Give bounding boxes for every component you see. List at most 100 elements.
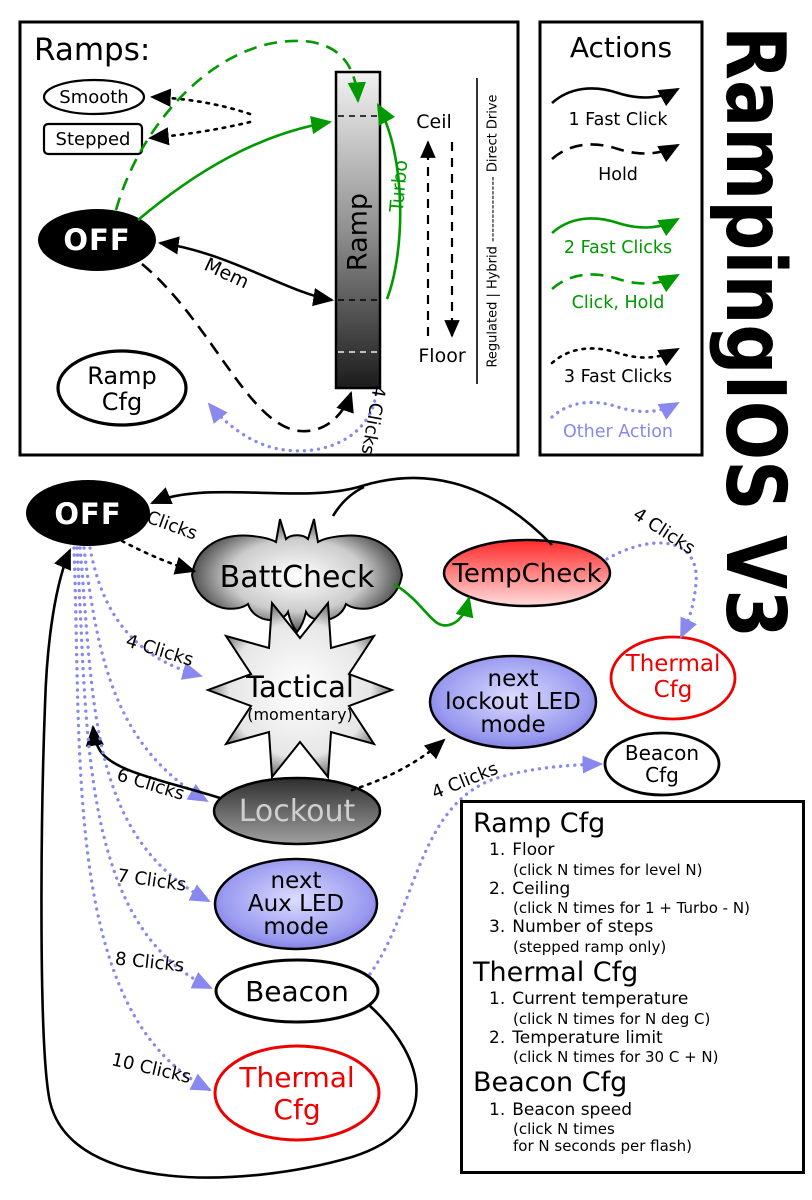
cfg-item-text: Floor xyxy=(512,840,555,861)
edge-battcheck-to-off-branch xyxy=(331,485,365,517)
ramp-level-bar xyxy=(334,70,382,390)
cfg-item-sub: (click N times for level N) xyxy=(513,860,703,879)
tactical-star-shape xyxy=(205,600,395,780)
cfg-item: 3.Number of steps (stepped ramp only) xyxy=(489,917,794,956)
edge-off-to-tactical xyxy=(88,546,203,680)
cfg-item-number: 1. xyxy=(489,989,506,1010)
cfg-item-sub: (click N times for 1 + Turbo - N) xyxy=(513,899,750,918)
edge-toggle-stepped xyxy=(147,120,252,146)
edge-lockout-to-off xyxy=(85,724,221,800)
cfg-section-beacon: Beacon Cfg 1.Beacon speed (click N times… xyxy=(473,1067,794,1155)
cfg-item: 1. Floor (click N times for level N) xyxy=(489,840,794,879)
cfg-item: 2.Temperature limit (click N times for 3… xyxy=(489,1028,794,1067)
legend-label-1-fast-click: 1 Fast Click xyxy=(568,110,668,130)
cfg-item-number: 1. xyxy=(489,840,506,861)
cfg-item: 1.Beacon speed (click N times for N seco… xyxy=(489,1100,794,1156)
ramp-cfg-node xyxy=(56,349,188,427)
beacon-label: Beacon xyxy=(245,975,349,1008)
beacon-cfg-label-2: Cfg xyxy=(645,763,679,787)
legend-arrow-hold xyxy=(551,143,680,163)
lockout-led-node xyxy=(428,654,598,750)
cfg-item-text: Temperature limit xyxy=(512,1027,663,1048)
thermal-cfg-label-1: Thermal xyxy=(625,651,721,677)
cfg-item-number: 1. xyxy=(489,1099,506,1120)
config-reference-panel: Ramp Cfg 1. Floor (click N times for leve… xyxy=(460,800,805,1174)
cfg-section-title: Thermal Cfg xyxy=(473,956,639,988)
ramp-cfg-label-2: Cfg xyxy=(102,388,142,416)
cfg-section-ramp: Ramp Cfg 1. Floor (click N times for leve… xyxy=(473,808,794,956)
smooth-label: Smooth xyxy=(59,87,128,108)
ramp-cfg-label-1: Ramp xyxy=(87,362,156,390)
legend-arrow-1-fast-click xyxy=(551,87,680,107)
cfg-item: 2. Ceiling (click N times for 1 + Turbo -… xyxy=(489,879,794,918)
smooth-node xyxy=(42,78,146,116)
cfg-item-number: 3. xyxy=(489,917,506,938)
cfg-section-title: Ramp Cfg xyxy=(473,808,606,839)
aux-led-label-1: next xyxy=(271,868,322,894)
edge-return-loop-to-off xyxy=(40,548,418,1179)
legend-arrow-click-hold xyxy=(551,273,680,293)
thermal-cfg2-node xyxy=(213,1044,381,1142)
label-4-clicks-beacon: 4 Clicks xyxy=(429,758,501,803)
legend-arrow-3-fast-clicks xyxy=(550,347,680,367)
edge-turbo-arc xyxy=(376,103,402,300)
ramp-bar-label: Ramp xyxy=(343,193,374,271)
label-6-clicks: 6 Clicks xyxy=(114,765,187,805)
edge-off-to-thermalcfg2 xyxy=(72,546,212,1092)
edge-lockout-to-led-mode xyxy=(350,738,446,792)
tactical-label: Tactical xyxy=(245,670,354,704)
main-state-diagram: OFF BattCheck TempCheck Thermal Cfg Tact… xyxy=(26,476,737,1179)
page-title: RampingIOS V3 xyxy=(707,26,802,638)
edge-ramp-to-rampcfg xyxy=(207,392,378,453)
legend-label-hold: Hold xyxy=(598,165,638,185)
label-3-clicks: 3 Clicks xyxy=(128,501,200,544)
battcheck-label: BattCheck xyxy=(220,560,375,595)
lockout-led-label-2: lockout LED xyxy=(445,689,581,715)
beacon-cfg-label-1: Beacon xyxy=(625,741,699,765)
edge-off-to-turbo xyxy=(114,39,366,211)
ramps-panel: Ramps: Ramp Smooth Stepped OFF Ramp Cfg … xyxy=(18,20,520,457)
legend-label-other-action: Other Action xyxy=(563,422,673,442)
cfg-item: 1.Current temperature (click N times for… xyxy=(489,989,794,1028)
tactical-sublabel: (momentary) xyxy=(247,705,353,724)
beacon-node xyxy=(214,958,380,1024)
off-label-ramps: OFF xyxy=(63,223,130,257)
stepped-label: Stepped xyxy=(56,129,131,150)
actions-legend: Actions 1 Fast Click Hold 2 Fast Clicks … xyxy=(538,20,704,457)
edge-off-to-lockout xyxy=(82,546,209,803)
thermal-cfg2-label-1: Thermal xyxy=(238,1061,354,1094)
edge-off-to-beacon xyxy=(75,546,213,990)
cfg-item-number: 2. xyxy=(489,878,506,899)
aux-led-label-2: Aux LED xyxy=(248,891,344,917)
tempcheck-node xyxy=(442,538,612,608)
off-node xyxy=(26,480,150,546)
edge-battcheck-to-tempcheck xyxy=(393,582,474,627)
aux-led-label-3: mode xyxy=(263,914,328,940)
thermal-cfg2-label-2: Cfg xyxy=(273,1093,320,1126)
legend-label-2-fast-clicks: 2 Fast Clicks xyxy=(564,238,672,258)
edge-off-memory xyxy=(157,236,335,307)
lockout-label: Lockout xyxy=(239,794,356,829)
label-4-clicks-thermal: 4 Clicks xyxy=(629,504,699,559)
turbo-label: Turbo xyxy=(386,159,413,214)
label-10-clicks: 10 Clicks xyxy=(109,1049,193,1088)
aux-led-node xyxy=(213,857,379,951)
actions-title: Actions xyxy=(570,31,672,64)
legend-label-click-hold: Click, Hold xyxy=(572,293,665,313)
drive-scale-label: Regulated | Hybrid -------------- Direct… xyxy=(486,94,501,367)
label-7-clicks: 7 Clicks xyxy=(116,865,188,895)
legend-arrow-2-fast-clicks xyxy=(551,217,680,237)
cfg-section-thermal: Thermal Cfg 1.Current temperature (click… xyxy=(473,957,794,1066)
edge-tempcheck-to-thermalcfg xyxy=(605,541,698,639)
edge-off-to-ceiling xyxy=(137,116,333,221)
label-8-clicks: 8 Clicks xyxy=(114,948,185,976)
cfg-item-text: Ceiling xyxy=(512,878,571,899)
cfg-item-sub: (click N times for N seconds per flash) xyxy=(513,1119,692,1156)
tempcheck-label: TempCheck xyxy=(451,559,601,589)
beacon-cfg-node xyxy=(603,731,721,797)
ceil-label: Ceil xyxy=(416,111,452,133)
cfg-item-sub: (click N times for N deg C) xyxy=(513,1009,711,1028)
edge-off-to-aux-led xyxy=(78,546,211,903)
